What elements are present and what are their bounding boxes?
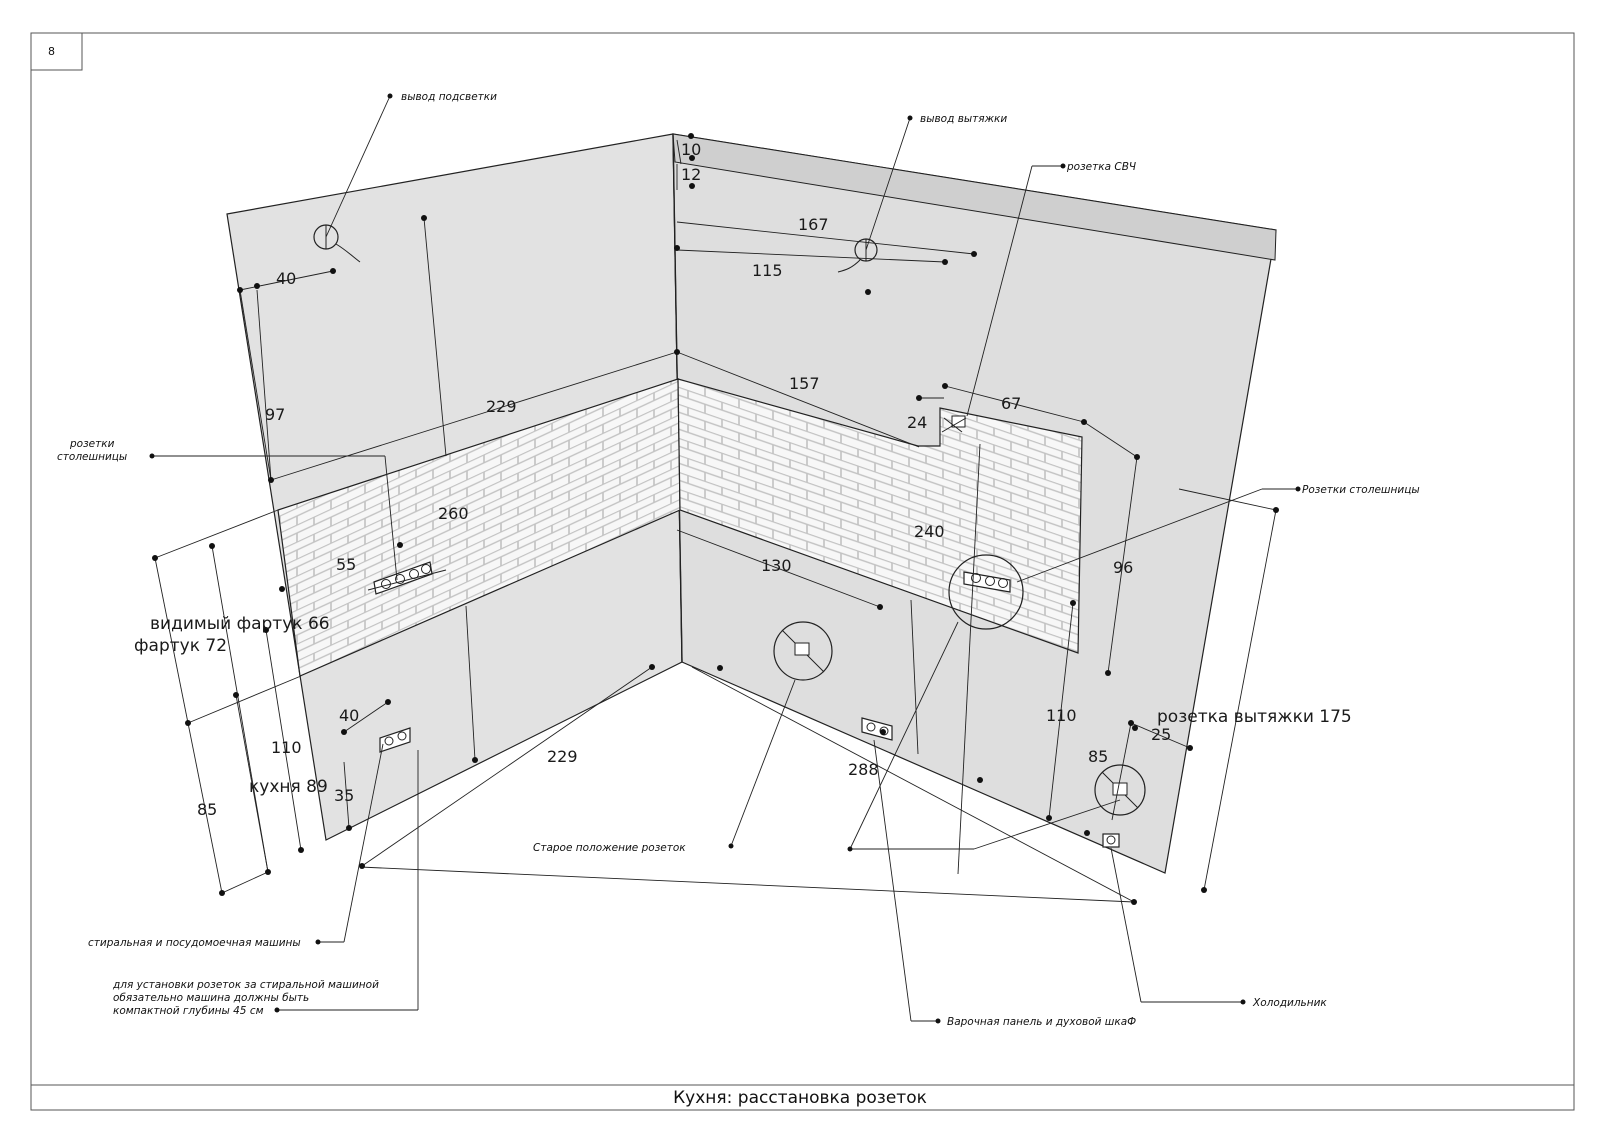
dim-24: 24 [907,413,927,432]
fridge-socket-icon [1102,833,1120,848]
note-microwave-socket: розетка СВЧ [1066,161,1136,173]
old-socket-center-icon [773,621,833,681]
note-washer-3: компактной глубины 45 см [113,1005,264,1017]
dim-110-right: 110 [1046,706,1077,725]
note-fridge: Холодильник [1252,997,1327,1009]
dim-97: 97 [265,405,285,424]
countertop-sockets-right-icon [948,554,1024,630]
note-countertop-sockets-right: Розетки столешницы [1302,484,1420,496]
dim-157: 157 [789,374,820,393]
dim-240: 240 [914,522,945,541]
label-visible-apron: видимый фартук 66 [150,614,330,634]
dim-25: 25 [1151,725,1171,744]
note-countertop-sockets-left-2: столешницы [57,451,127,463]
dim-167: 167 [798,215,829,234]
note-hob-oven: Варочная панель и духовой шкаФ [947,1016,1136,1028]
dim-10: 10 [681,140,701,159]
label-kitchen: кухня 89 [249,777,328,797]
dim-40-bottom: 40 [339,706,359,725]
note-hood-outlet: вывод вытяжки [920,113,1007,125]
sheet-border [30,32,1575,1111]
washer-sockets-icon [379,727,411,753]
page-number-box [30,32,83,71]
dim-35: 35 [334,786,354,805]
old-socket-right-icon [1094,764,1146,816]
dim-110-left: 110 [271,738,302,757]
note-washer-dishwasher: стиральная и посудомоечная машины [88,937,301,949]
dim-96: 96 [1113,558,1133,577]
dimension-lines [154,139,1277,903]
dim-229-bottom: 229 [547,747,578,766]
label-hood-socket: розетка вытяжки 175 [1157,707,1352,727]
dim-67: 67 [1001,394,1021,413]
page-number: 8 [48,45,55,58]
ceiling-strip [672,133,1277,261]
dim-229-top: 229 [486,397,517,416]
note-washer-1: для установки розеток за стиральной маши… [112,979,379,991]
drawing-title: Кухня: расстановка розеток [673,1088,927,1108]
label-apron: фартук 72 [134,636,227,656]
dim-130: 130 [761,556,792,575]
countertop-sockets-left-icon [367,561,447,595]
dim-40-top: 40 [276,269,296,288]
leader-lines [152,95,1298,1022]
dim-115: 115 [752,261,783,280]
note-washer-2: обязательно машина должны быть [113,992,309,1004]
microwave-socket-icon [941,415,967,433]
note-countertop-sockets-left-1: розетки [69,438,115,450]
note-old-socket-position: Старое положение розеток [533,842,686,854]
dim-260: 260 [438,504,469,523]
dim-55: 55 [336,555,356,574]
note-backlight-outlet: вывод подсветки [401,91,497,103]
dim-85-right: 85 [1088,747,1108,766]
dim-288: 288 [848,760,879,779]
dimension-dots [149,93,1301,1024]
dim-85-left: 85 [197,800,217,819]
dim-12: 12 [681,165,701,184]
